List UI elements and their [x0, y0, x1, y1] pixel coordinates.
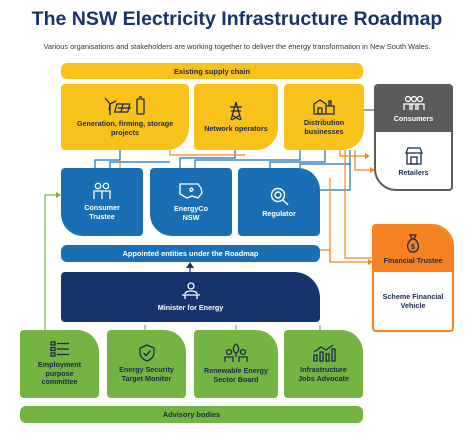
supply-chain-label: Existing supply chain: [174, 66, 250, 76]
appointed-entities-bar: Appointed entities under the Roadmap: [61, 245, 320, 262]
scheme-vehicle-label: Scheme Financial Vehicle: [382, 292, 444, 310]
minister-label: Minister for Energy: [157, 302, 224, 312]
people-leaf-icon: [224, 343, 248, 363]
employment-committee-label: Employment purpose committee: [37, 360, 82, 387]
nsw-map-icon: [179, 183, 203, 200]
factory-icon: [313, 99, 335, 116]
page-title: The NSW Electricity Infrastructure Roadm…: [31, 8, 443, 30]
financial-trustee-box: $ Financial Trustee: [374, 226, 452, 272]
supply-chain-bar: Existing supply chain: [61, 63, 363, 79]
money-bag-icon: $: [406, 234, 420, 253]
energyco-label: EnergyCo NSW: [174, 204, 208, 222]
page-subtitle: Various organisations and stakeholders a…: [43, 42, 431, 51]
transmission-tower-icon: [230, 101, 242, 121]
consumers-label: Consumers: [393, 113, 434, 123]
consumers-box: Consumers: [376, 86, 451, 132]
advisory-bodies-bar: Advisory bodies: [20, 406, 363, 423]
minister-box: Minister for Energy: [61, 272, 320, 322]
retailers-label: Retailers: [398, 167, 429, 177]
regulator-box: Regulator: [238, 168, 320, 236]
jobs-advocate-label: Infrastructure Jobs Advocate: [298, 365, 349, 383]
people-group-icon: [402, 95, 425, 110]
generation-label: Generation, firming, storage projects: [76, 119, 174, 137]
renewable-board-label: Renewable Energy Sector Board: [204, 366, 268, 384]
distribution-box: Distribution businesses: [284, 84, 364, 150]
consumer-panel: Consumers Retailers: [374, 84, 453, 191]
growth-chart-icon: [312, 344, 336, 363]
security-monitor-label: Energy Security Target Monitor: [119, 365, 174, 383]
renewable-board-box: Renewable Energy Sector Board: [194, 330, 278, 398]
wind-solar-battery-icon: [104, 96, 145, 116]
appointed-entities-label: Appointed entities under the Roadmap: [122, 249, 259, 258]
energyco-box: EnergyCo NSW: [150, 168, 232, 236]
network-operators-box: Network operators: [194, 84, 278, 150]
two-people-icon: [93, 183, 111, 200]
magnifier-icon: [270, 187, 289, 206]
consumer-trustee-box: Consumer Trustee: [61, 168, 143, 236]
person-at-desk-icon: [181, 282, 200, 299]
checklist-icon: [49, 341, 69, 357]
shield-check-icon: [138, 344, 155, 363]
svg-text:$: $: [411, 244, 415, 251]
jobs-advocate-box: Infrastructure Jobs Advocate: [284, 330, 363, 398]
storefront-icon: [404, 147, 423, 165]
advisory-bodies-label: Advisory bodies: [162, 410, 221, 419]
consumer-trustee-label: Consumer Trustee: [84, 203, 120, 221]
finance-panel: $ Financial Trustee Scheme Financial Veh…: [372, 224, 454, 332]
network-operators-label: Network operators: [204, 123, 268, 133]
scheme-vehicle-box: Scheme Financial Vehicle: [374, 274, 452, 330]
financial-trustee-label: Financial Trustee: [383, 255, 443, 265]
generation-box: Generation, firming, storage projects: [61, 84, 189, 150]
retailers-box: Retailers: [376, 134, 451, 189]
regulator-label: Regulator: [262, 208, 296, 218]
employment-committee-box: Employment purpose committee: [20, 330, 99, 398]
distribution-label: Distribution businesses: [303, 118, 345, 136]
security-monitor-box: Energy Security Target Monitor: [107, 330, 186, 398]
